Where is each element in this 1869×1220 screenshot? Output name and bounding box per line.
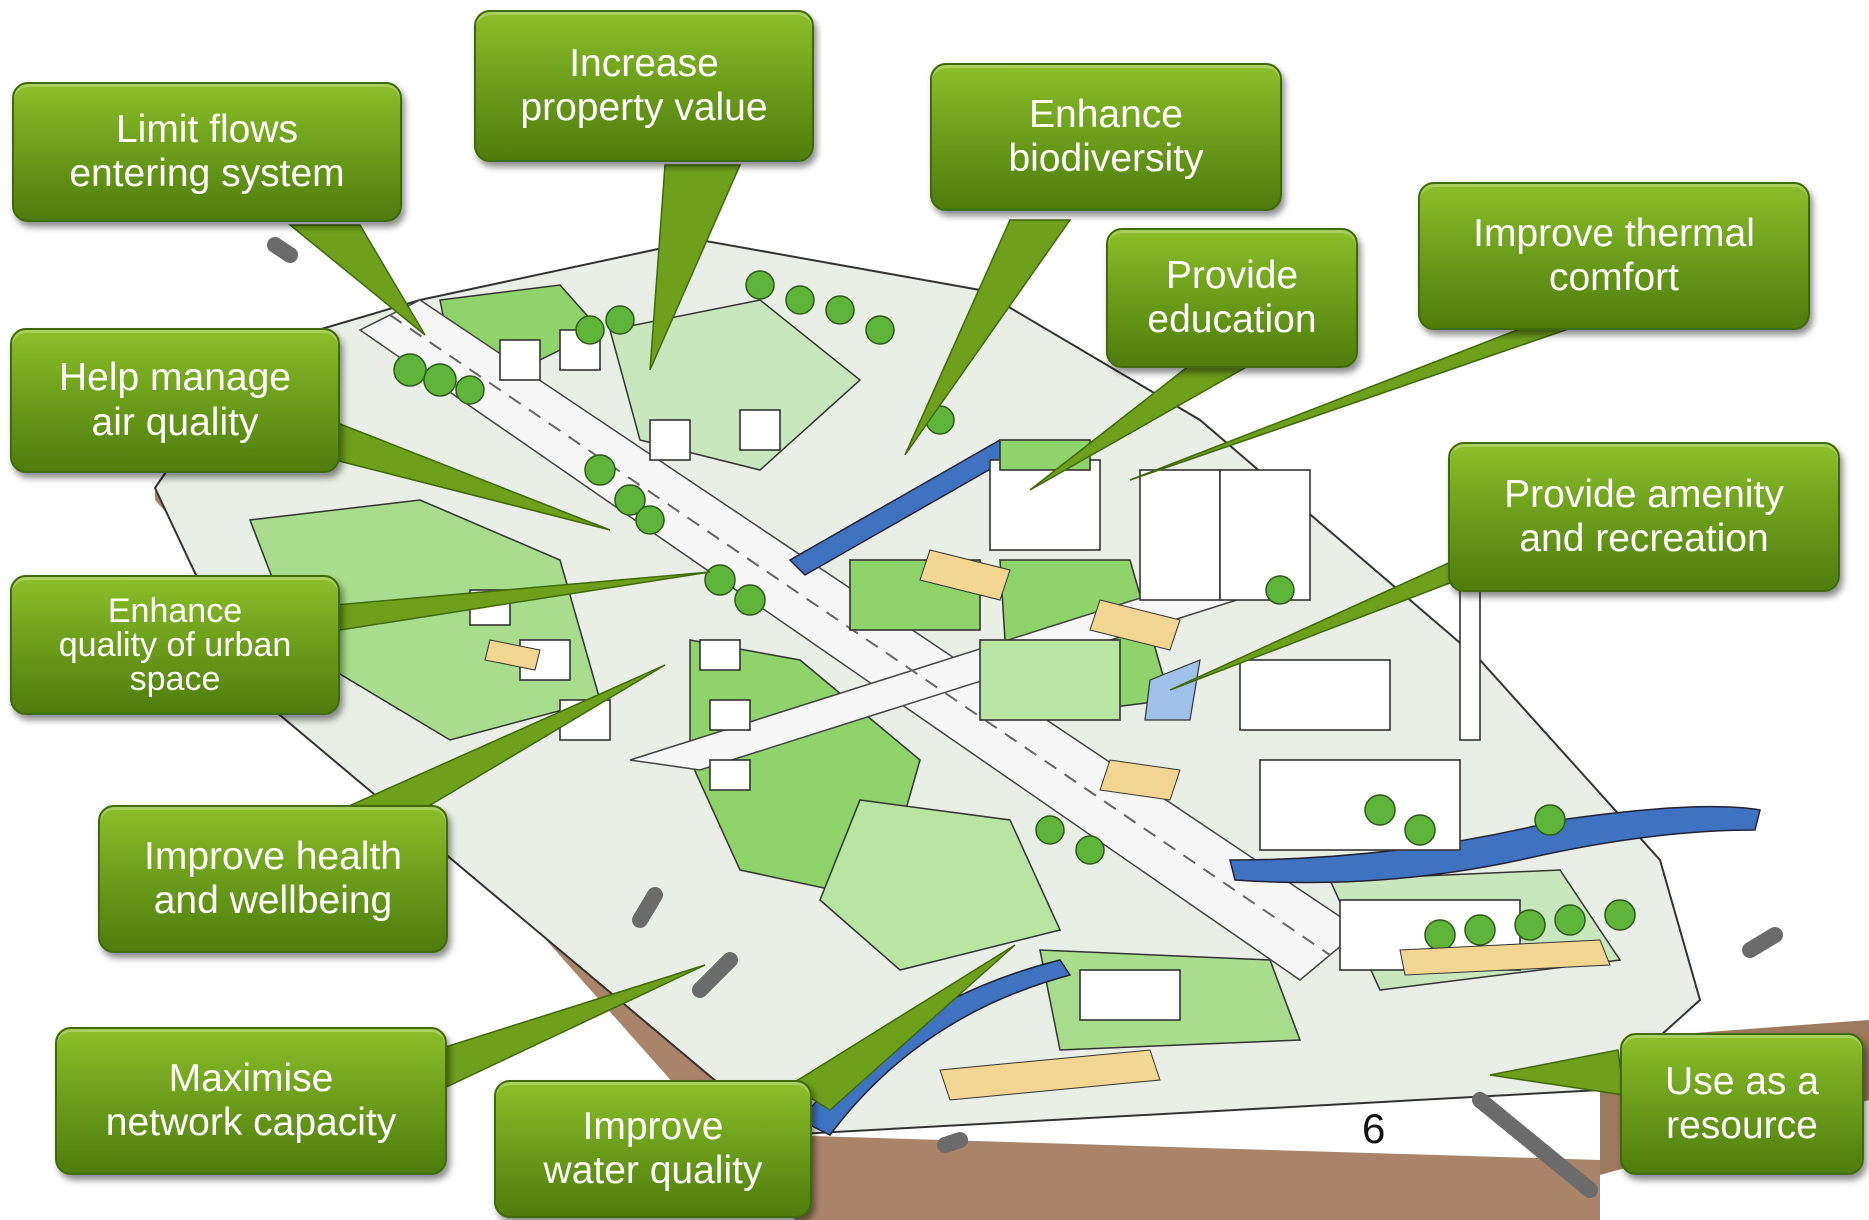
callout-limit-flows: Limit flows entering system — [12, 82, 402, 222]
trees — [393, 270, 1636, 951]
callout-improve-thermal-comfort: Improve thermal comfort — [1418, 182, 1810, 330]
road-centre-line — [389, 314, 1331, 956]
paving-strips — [484, 549, 1611, 1101]
callout-use-as-a-resource: Use as a resource — [1620, 1033, 1864, 1175]
callout-enhance-biodiversity: Enhance biodiversity — [930, 63, 1282, 211]
callout-provide-education: Provide education — [1106, 228, 1358, 368]
tail-limit-flows — [287, 224, 426, 336]
callout-improve-water-quality: Improve water quality — [494, 1080, 812, 1218]
tail-biodiversity — [904, 219, 1072, 456]
callout-enhance-quality-of-urban-space: Enhance quality of urban space — [10, 575, 340, 715]
lawn-centre — [819, 799, 1062, 971]
callout-help-manage-air-quality: Help manage air quality — [10, 328, 340, 473]
callout-improve-health-and-wellbeing: Improve health and wellbeing — [98, 805, 448, 953]
pond — [1144, 659, 1201, 721]
tail-property-value — [649, 164, 742, 371]
page-number: 6 — [1362, 1105, 1386, 1152]
callout-increase-property-value: Increase property value — [474, 10, 814, 162]
callout-maximise-network-capacity: Maximise network capacity — [55, 1027, 447, 1175]
callout-provide-amenity-and-recreation: Provide amenity and recreation — [1448, 442, 1840, 592]
pipes — [267, 237, 1783, 1198]
